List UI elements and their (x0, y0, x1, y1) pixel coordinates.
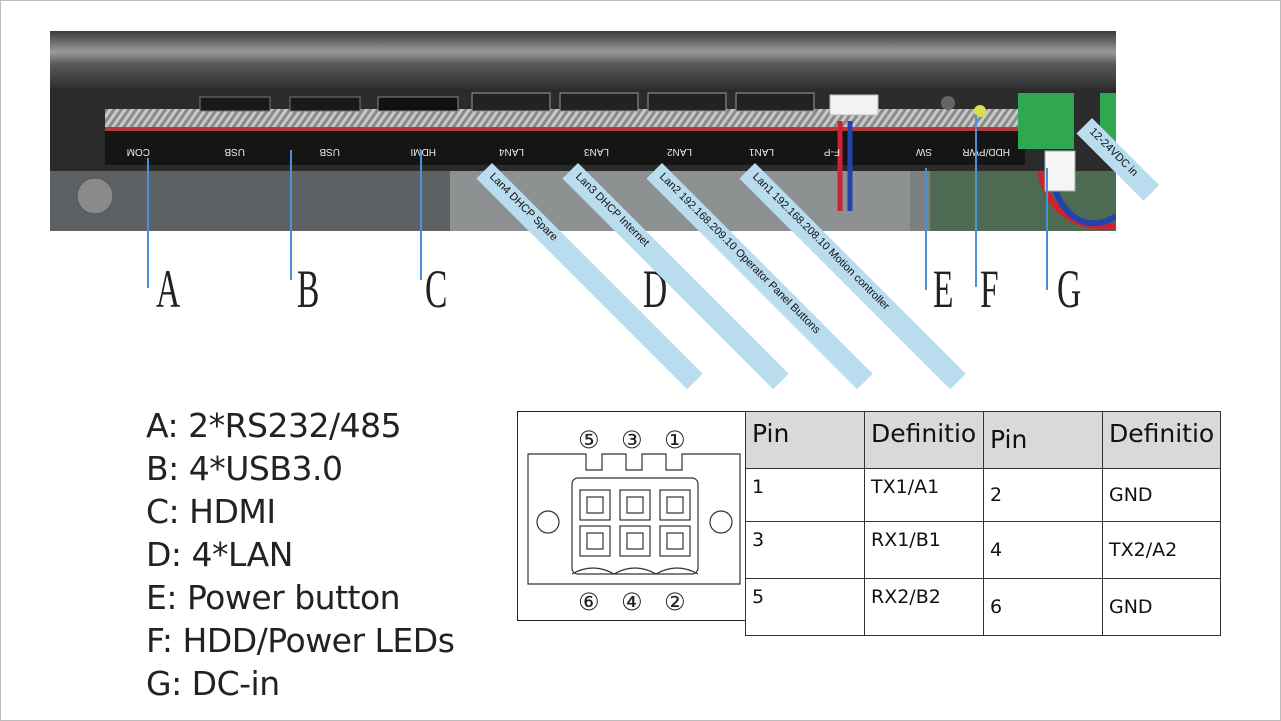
legend-item-c: C: HDMI (146, 492, 276, 531)
port-label-fp: F-P (824, 146, 840, 157)
legend-list: A: 2*RS232/485 B: 4*USB3.0 C: HDMI D: 4*… (146, 404, 455, 705)
letter-f: F (980, 259, 999, 319)
pin-number-bottom-2: ② (664, 588, 686, 616)
cell-pin: 4 (983, 521, 1103, 579)
leader-line-c (420, 150, 422, 280)
letter-e: E (933, 259, 954, 319)
legend-item-b: B: 4*USB3.0 (146, 449, 343, 488)
cell-pin: 6 (983, 578, 1103, 636)
port-label-lan4: LAN4 (499, 146, 524, 157)
header-definition-1: Definitio (864, 411, 984, 469)
cell-pin: 3 (745, 521, 865, 579)
table-header-row: Pin Definitio Pin Definitio (745, 411, 1222, 469)
pin-number-top-1: ① (664, 426, 686, 454)
letter-a: A (156, 259, 181, 319)
legend-item-d: D: 4*LAN (146, 535, 293, 574)
cell-pin: 1 (745, 468, 865, 522)
cell-definition: GND (1101, 578, 1222, 636)
legend-item-a: A: 2*RS232/485 (146, 406, 402, 445)
port-label-sw: SW (915, 146, 932, 157)
legend-item-g: G: DC-in (146, 664, 280, 703)
letter-g: G (1057, 259, 1082, 319)
table-row: 5 RX2/B2 6 GND (745, 578, 1222, 636)
io-panel-photo: COM USB USB HDMI LAN4 LAN3 LAN2 LAN1 F-P… (50, 31, 1116, 231)
leader-line-g (1046, 168, 1048, 290)
cell-pin: 5 (745, 578, 865, 636)
pin-number-top-5: ⑤ (578, 426, 600, 454)
port-label-usb-1: USB (224, 146, 245, 157)
port-label-lan2: LAN2 (667, 146, 692, 157)
port-label-com: COM (127, 146, 150, 157)
leader-line-b (290, 150, 292, 280)
pin-number-bottom-4: ④ (621, 588, 643, 616)
legend-item-e: E: Power button (146, 578, 401, 617)
leader-line-f (975, 115, 977, 287)
port-label-lan1: LAN1 (749, 146, 774, 157)
header-definition-2: Definitio (1101, 411, 1222, 469)
cell-definition: TX1/A1 (864, 468, 984, 522)
cell-definition: RX1/B1 (864, 521, 984, 579)
pin-number-bottom-6: ⑥ (578, 588, 600, 616)
letter-c: C (425, 259, 448, 319)
port-label-hdmi: HDMI (410, 146, 436, 157)
cell-definition: RX2/B2 (864, 578, 984, 636)
letter-b: B (297, 259, 320, 319)
connector-drawing: ⑤ ③ ① ⑥ ④ ② (527, 426, 741, 616)
header-pin-2: Pin (983, 411, 1103, 469)
cell-definition: GND (1101, 468, 1222, 522)
table-row: 3 RX1/B1 4 TX2/A2 (745, 521, 1222, 579)
legend-item-f: F: HDD/Power LEDs (146, 621, 455, 660)
port-label-hddpwr: HDD/PWR (962, 146, 1010, 157)
pin-number-top-3: ③ (621, 426, 643, 454)
leader-line-e (925, 168, 927, 290)
port-label-lan3: LAN3 (584, 146, 609, 157)
table-row: 1 TX1/A1 2 GND (745, 468, 1222, 522)
io-panel-illustration: COM USB USB HDMI LAN4 LAN3 LAN2 LAN1 F-P… (50, 31, 1116, 231)
port-label-usb-2: USB (319, 146, 340, 157)
cell-definition: TX2/A2 (1101, 521, 1222, 579)
leader-line-a (147, 158, 149, 288)
connector-diagram: ⑤ ③ ① ⑥ ④ ② (517, 411, 745, 621)
header-pin-1: Pin (745, 411, 865, 469)
cell-pin: 2 (983, 468, 1103, 522)
pin-definition-table: Pin Definitio Pin Definitio 1 TX1/A1 2 G… (745, 411, 1222, 636)
